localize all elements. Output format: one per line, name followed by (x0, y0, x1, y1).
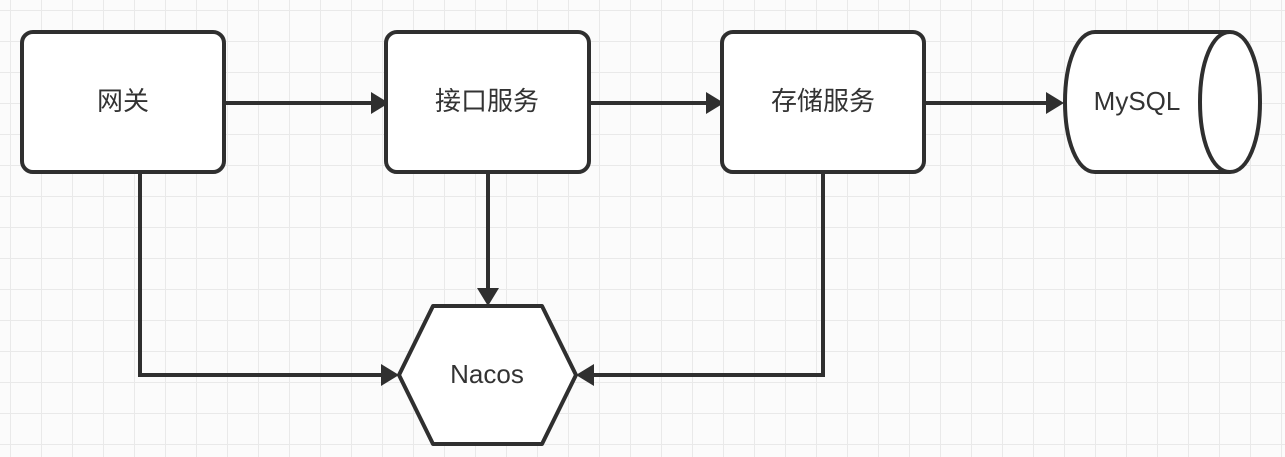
edge-line (594, 172, 825, 377)
node-interface-service[interactable]: 接口服务 (384, 30, 591, 174)
arrow-head-icon (706, 92, 724, 114)
mysql-cylinder-cap (1198, 30, 1231, 174)
node-nacos[interactable]: Nacos (397, 304, 578, 446)
interface-service-label: 接口服务 (435, 86, 539, 116)
nacos-hexagon (397, 304, 578, 446)
arrow-head-icon (371, 92, 389, 114)
interface-service-box (384, 30, 591, 174)
node-gateway[interactable]: 网关 (20, 30, 226, 174)
storage-service-box (720, 30, 926, 174)
edge-storage-to-mysql[interactable] (924, 92, 1064, 114)
arrow-head-icon (477, 288, 499, 306)
node-storage-service[interactable]: 存储服务 (720, 30, 926, 174)
storage-service-label: 存储服务 (771, 86, 875, 116)
gateway-label: 网关 (97, 86, 149, 116)
edge-storage-to-nacos[interactable] (576, 172, 825, 386)
nacos-label: Nacos (450, 359, 524, 389)
node-mysql[interactable]: MySQL (1063, 30, 1262, 174)
edge-line (138, 172, 381, 377)
edge-interface-to-nacos[interactable] (477, 172, 499, 306)
mysql-label: MySQL (1094, 86, 1181, 116)
arrow-head-icon (381, 364, 399, 386)
edge-gateway-to-nacos[interactable] (138, 172, 399, 386)
edge-interface-to-storage[interactable] (589, 92, 724, 114)
arrow-head-icon (1046, 92, 1064, 114)
arrow-head-icon (576, 364, 594, 386)
edge-gateway-to-interface[interactable] (224, 92, 389, 114)
gateway-box (20, 30, 226, 174)
